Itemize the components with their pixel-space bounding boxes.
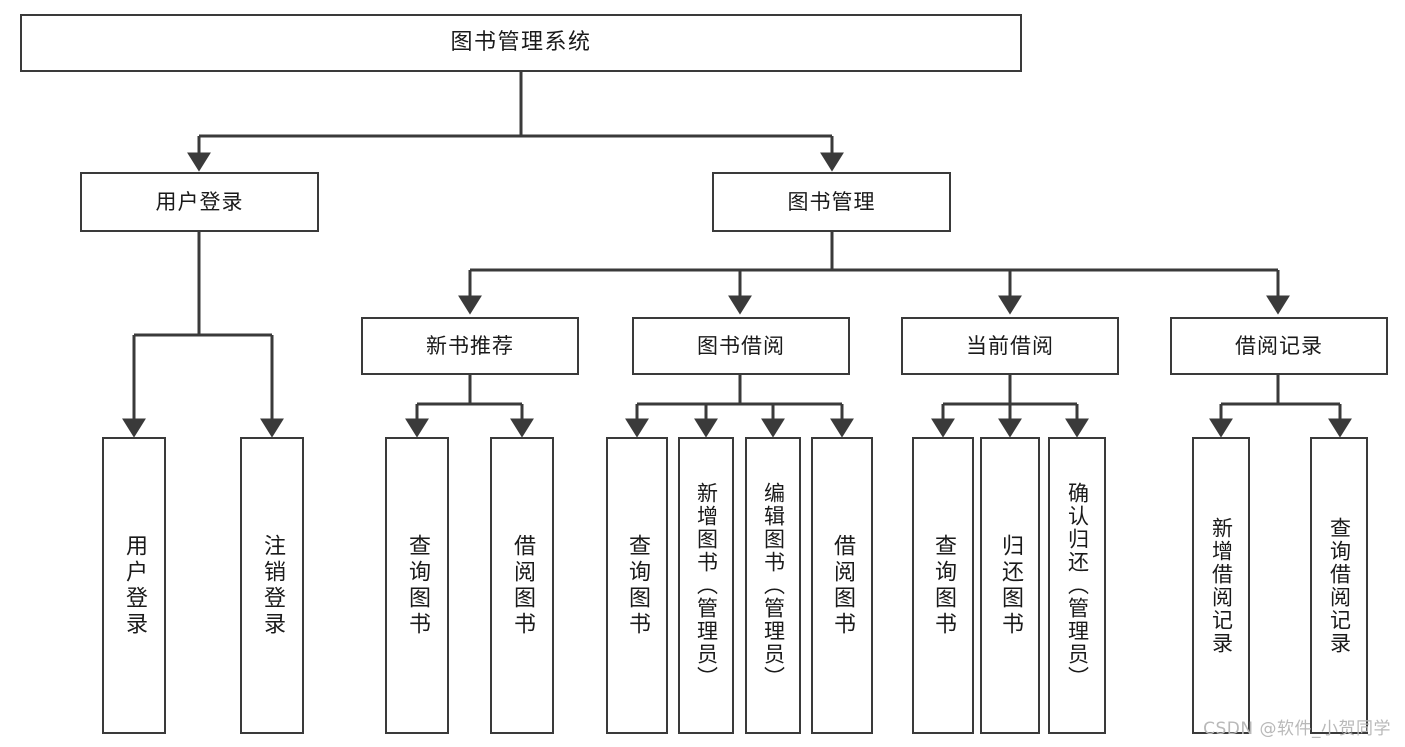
node-label: 图书管理 (787, 189, 876, 214)
node-new-book-recommend[interactable]: 新书推荐 (361, 317, 579, 375)
node-label: 借阅记录 (1235, 333, 1323, 358)
node-label: 图书借阅 (697, 333, 785, 358)
leaf-borrow-book[interactable]: 借阅图书 (811, 437, 873, 734)
watermark-text: CSDN @软件_小贺同学 (1203, 719, 1391, 739)
leaf-query-borrow-record[interactable]: 查询借阅记录 (1310, 437, 1368, 734)
node-label: 确认归还（管理员） (1065, 482, 1090, 689)
node-label: 查询图书 (625, 533, 650, 638)
node-book-borrow[interactable]: 图书借阅 (632, 317, 850, 375)
leaf-return-book[interactable]: 归还图书 (980, 437, 1040, 734)
leaf-add-book-admin[interactable]: 新增图书（管理员） (678, 437, 734, 734)
node-label: 借阅图书 (510, 533, 535, 638)
node-label: 编辑图书（管理员） (761, 482, 786, 689)
node-label: 用户登录 (122, 533, 147, 638)
leaf-confirm-return-admin[interactable]: 确认归还（管理员） (1048, 437, 1106, 734)
leaf-query-book-current[interactable]: 查询图书 (912, 437, 974, 734)
leaf-query-book-borrow[interactable]: 查询图书 (606, 437, 668, 734)
node-label: 用户登录 (155, 189, 244, 214)
node-root-system[interactable]: 图书管理系统 (20, 14, 1022, 72)
node-label: 查询图书 (931, 533, 956, 638)
node-label: 新书推荐 (426, 333, 514, 358)
node-label: 图书管理系统 (450, 30, 592, 56)
node-label: 当前借阅 (966, 333, 1054, 358)
leaf-user-login[interactable]: 用户登录 (102, 437, 166, 734)
node-borrow-record[interactable]: 借阅记录 (1170, 317, 1388, 375)
node-label: 新增借阅记录 (1209, 516, 1234, 655)
node-user-login[interactable]: 用户登录 (80, 172, 319, 232)
node-book-management[interactable]: 图书管理 (712, 172, 951, 232)
node-label: 查询图书 (405, 533, 430, 638)
leaf-borrow-book-recommend[interactable]: 借阅图书 (490, 437, 554, 734)
node-current-borrow[interactable]: 当前借阅 (901, 317, 1119, 375)
node-label: 查询借阅记录 (1327, 516, 1352, 655)
node-label: 新增图书（管理员） (694, 482, 719, 689)
leaf-edit-book-admin[interactable]: 编辑图书（管理员） (745, 437, 801, 734)
node-label: 注销登录 (260, 533, 285, 638)
leaf-add-borrow-record[interactable]: 新增借阅记录 (1192, 437, 1250, 734)
leaf-logout[interactable]: 注销登录 (240, 437, 304, 734)
leaf-query-book-recommend[interactable]: 查询图书 (385, 437, 449, 734)
node-label: 借阅图书 (830, 533, 855, 638)
node-label: 归还图书 (998, 533, 1023, 638)
